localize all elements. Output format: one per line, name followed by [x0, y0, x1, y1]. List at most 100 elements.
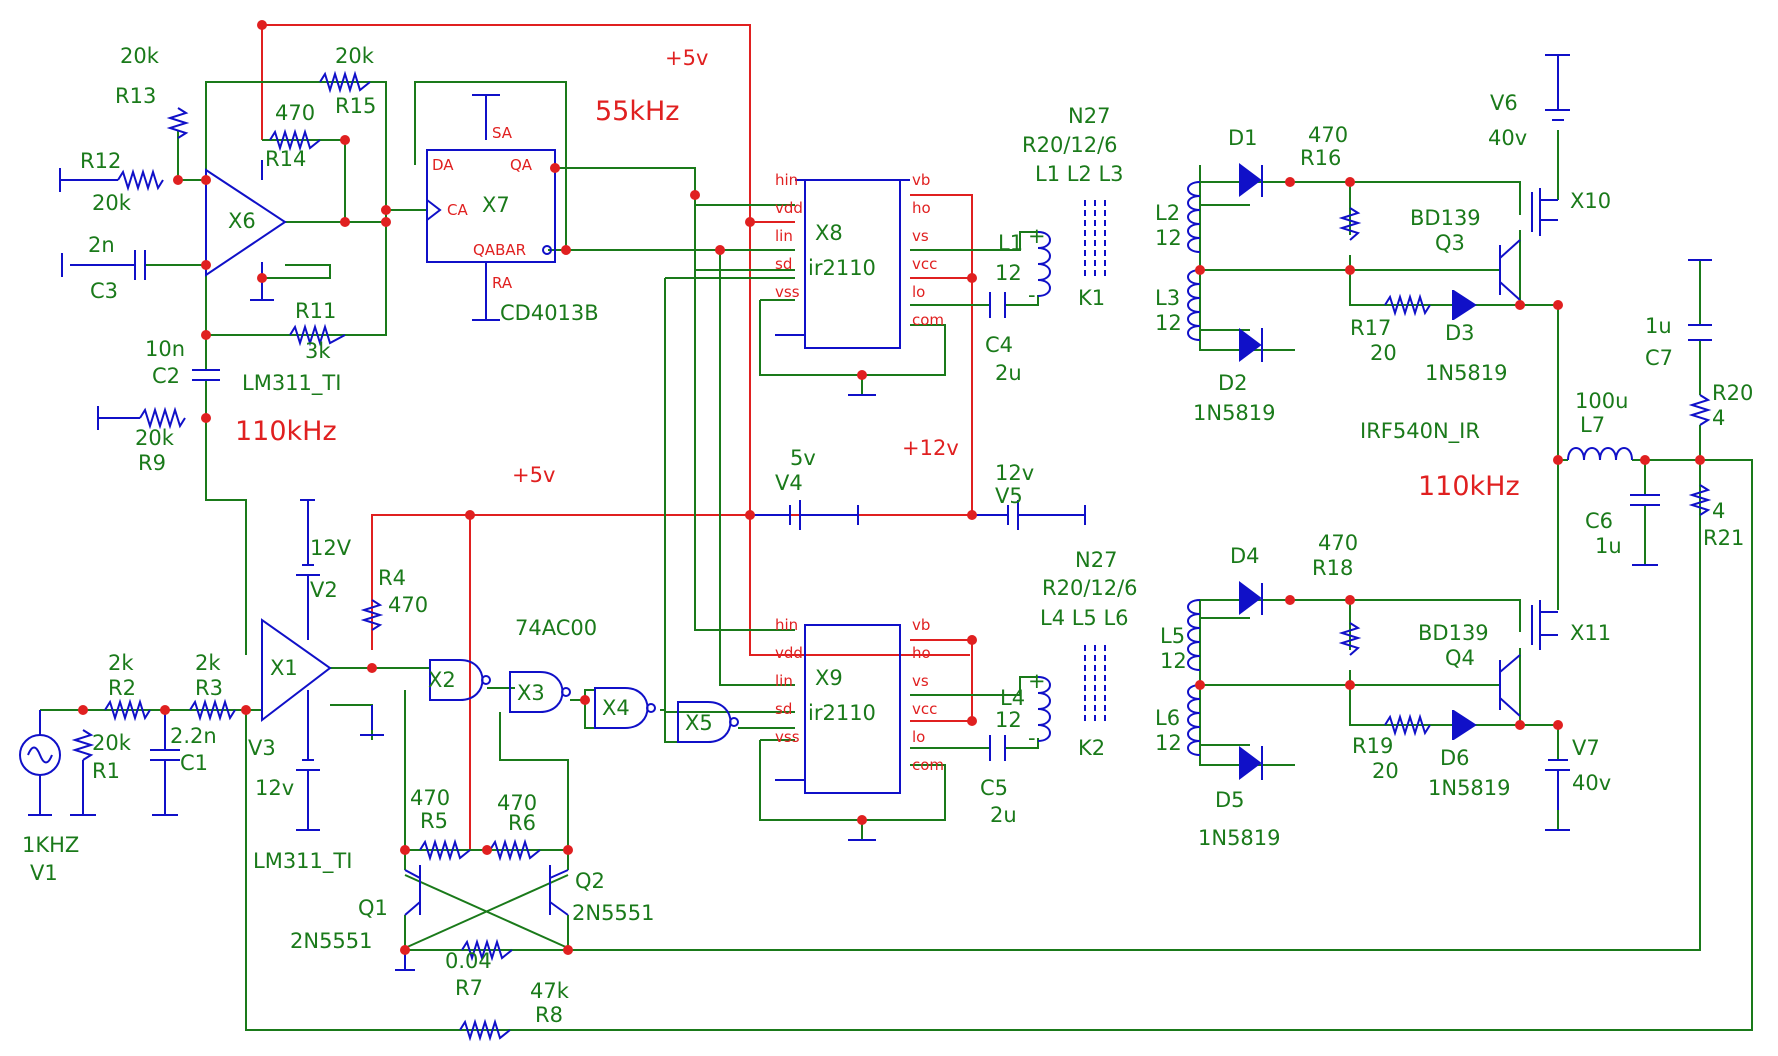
- q2-part: 2N5551: [572, 901, 655, 925]
- r13-name: R13: [115, 84, 156, 108]
- c6-value: 1u: [1595, 534, 1622, 558]
- rail-5v-mid: +5v: [512, 463, 555, 487]
- v6-name: V6: [1490, 91, 1518, 115]
- r12-value: 20k: [92, 191, 132, 215]
- v1-value: 1KHZ: [22, 833, 79, 857]
- l2-value: 12: [1155, 226, 1182, 250]
- c4-value: 2u: [995, 361, 1022, 385]
- l1-plus: +: [1028, 224, 1046, 248]
- d4-name: D4: [1230, 544, 1260, 568]
- diode-symbols: [1239, 163, 1477, 780]
- x9-pin-lo: lo: [912, 728, 925, 746]
- l1-value: 12: [995, 261, 1022, 285]
- r4-name: R4: [378, 566, 406, 590]
- r12-name: R12: [80, 149, 121, 173]
- x8-pin-vs: vs: [912, 227, 929, 245]
- freq-55khz: 55kHz: [595, 96, 679, 127]
- r2-name: R2: [108, 676, 136, 700]
- c7-value: 1u: [1645, 314, 1672, 338]
- r15-name: R15: [335, 94, 376, 118]
- v6-value: 40v: [1488, 126, 1527, 150]
- c5-name: C5: [980, 776, 1008, 800]
- d3-part: 1N5819: [1425, 361, 1508, 385]
- bjt-symbols: [404, 239, 1521, 916]
- x9-pin-vss: vss: [775, 728, 800, 746]
- c5-value: 2u: [990, 803, 1017, 827]
- r1-value: 20k: [92, 731, 132, 755]
- v7-name: V7: [1572, 736, 1600, 760]
- k2-name: K2: [1078, 736, 1105, 760]
- r11-value: 3k: [305, 339, 331, 363]
- l6-name: L6: [1155, 706, 1180, 730]
- q1-name: Q1: [358, 896, 388, 920]
- l5-name: L5: [1160, 624, 1185, 648]
- r7-value: 0.04: [445, 949, 492, 973]
- x8-pin-com: com: [912, 311, 944, 329]
- mosfet-part: IRF540N_IR: [1360, 419, 1480, 444]
- l4-minus: -: [1028, 726, 1036, 750]
- l3-name: L3: [1155, 286, 1180, 310]
- x8-pin-vdd: vdd: [775, 199, 803, 217]
- nand-gates: [429, 659, 739, 743]
- x8-pin-hin: hin: [775, 171, 798, 189]
- opamp-x1: [261, 618, 332, 723]
- mosfet-symbols: [1531, 188, 1558, 650]
- k2-windings: L4 L5 L6: [1040, 606, 1129, 630]
- r20-value: 4: [1712, 406, 1725, 430]
- ac-source-v1: [19, 710, 61, 785]
- r21-value: 4: [1712, 499, 1725, 523]
- pin-sa: SA: [492, 124, 513, 142]
- d1-name: D1: [1228, 126, 1258, 150]
- resistor-symbols: [71, 70, 1712, 1042]
- c1-name: C1: [180, 751, 208, 775]
- r3-value: 2k: [195, 651, 221, 675]
- r16-value: 470: [1308, 123, 1348, 147]
- x6-part: LM311_TI: [242, 371, 341, 396]
- c4-name: C4: [985, 333, 1013, 357]
- l3-value: 12: [1155, 311, 1182, 335]
- x9-pin-ho: ho: [912, 644, 931, 662]
- k2-core: N27: [1075, 548, 1117, 572]
- inductor-l4: [1037, 645, 1106, 742]
- pin-qabar: QABAR: [473, 241, 526, 259]
- x8-name: X8: [815, 221, 843, 245]
- x8-pin-lin: lin: [775, 227, 793, 245]
- x7-part: CD4013B: [500, 301, 599, 325]
- inductor-l7: [1567, 447, 1633, 461]
- x1-part: LM311_TI: [253, 849, 352, 874]
- r19-value: 20: [1372, 759, 1399, 783]
- freq-110khz-left: 110kHz: [235, 416, 337, 447]
- v4-value: 5v: [790, 446, 816, 470]
- x9-pin-sd: sd: [775, 700, 792, 718]
- r16-name: R16: [1300, 146, 1341, 170]
- pin-da: DA: [432, 156, 454, 174]
- x8-pin-vss: vss: [775, 283, 800, 301]
- r18-name: R18: [1312, 556, 1353, 580]
- x9-part: ir2110: [808, 701, 876, 725]
- gate-x2: X2: [428, 668, 456, 692]
- l4-value: 12: [995, 708, 1022, 732]
- r2-value: 2k: [108, 651, 134, 675]
- r19-name: R19: [1352, 734, 1393, 758]
- r4-value: 470: [388, 593, 428, 617]
- k1-core: N27: [1068, 104, 1110, 128]
- q4-name: Q4: [1445, 646, 1475, 670]
- r5-value: 470: [410, 786, 450, 810]
- x8-part: ir2110: [808, 256, 876, 280]
- pin-ca: CA: [447, 201, 468, 219]
- q4-part: BD139: [1418, 621, 1489, 645]
- c1-value: 2.2n: [170, 724, 217, 748]
- c6-name: C6: [1585, 509, 1613, 533]
- r7-name: R7: [455, 976, 483, 1000]
- r15-value: 20k: [335, 44, 375, 68]
- gate-x4: X4: [602, 696, 630, 720]
- x9-pin-vb: vb: [912, 616, 930, 634]
- v2-value: 12V: [310, 536, 352, 560]
- k1-size: R20/12/6: [1022, 133, 1118, 157]
- x8-pin-sd: sd: [775, 255, 792, 273]
- gate-x3: X3: [517, 681, 545, 705]
- v2-name: V2: [310, 578, 338, 602]
- c2-value: 10n: [145, 337, 185, 361]
- junction-dots: [78, 20, 1705, 955]
